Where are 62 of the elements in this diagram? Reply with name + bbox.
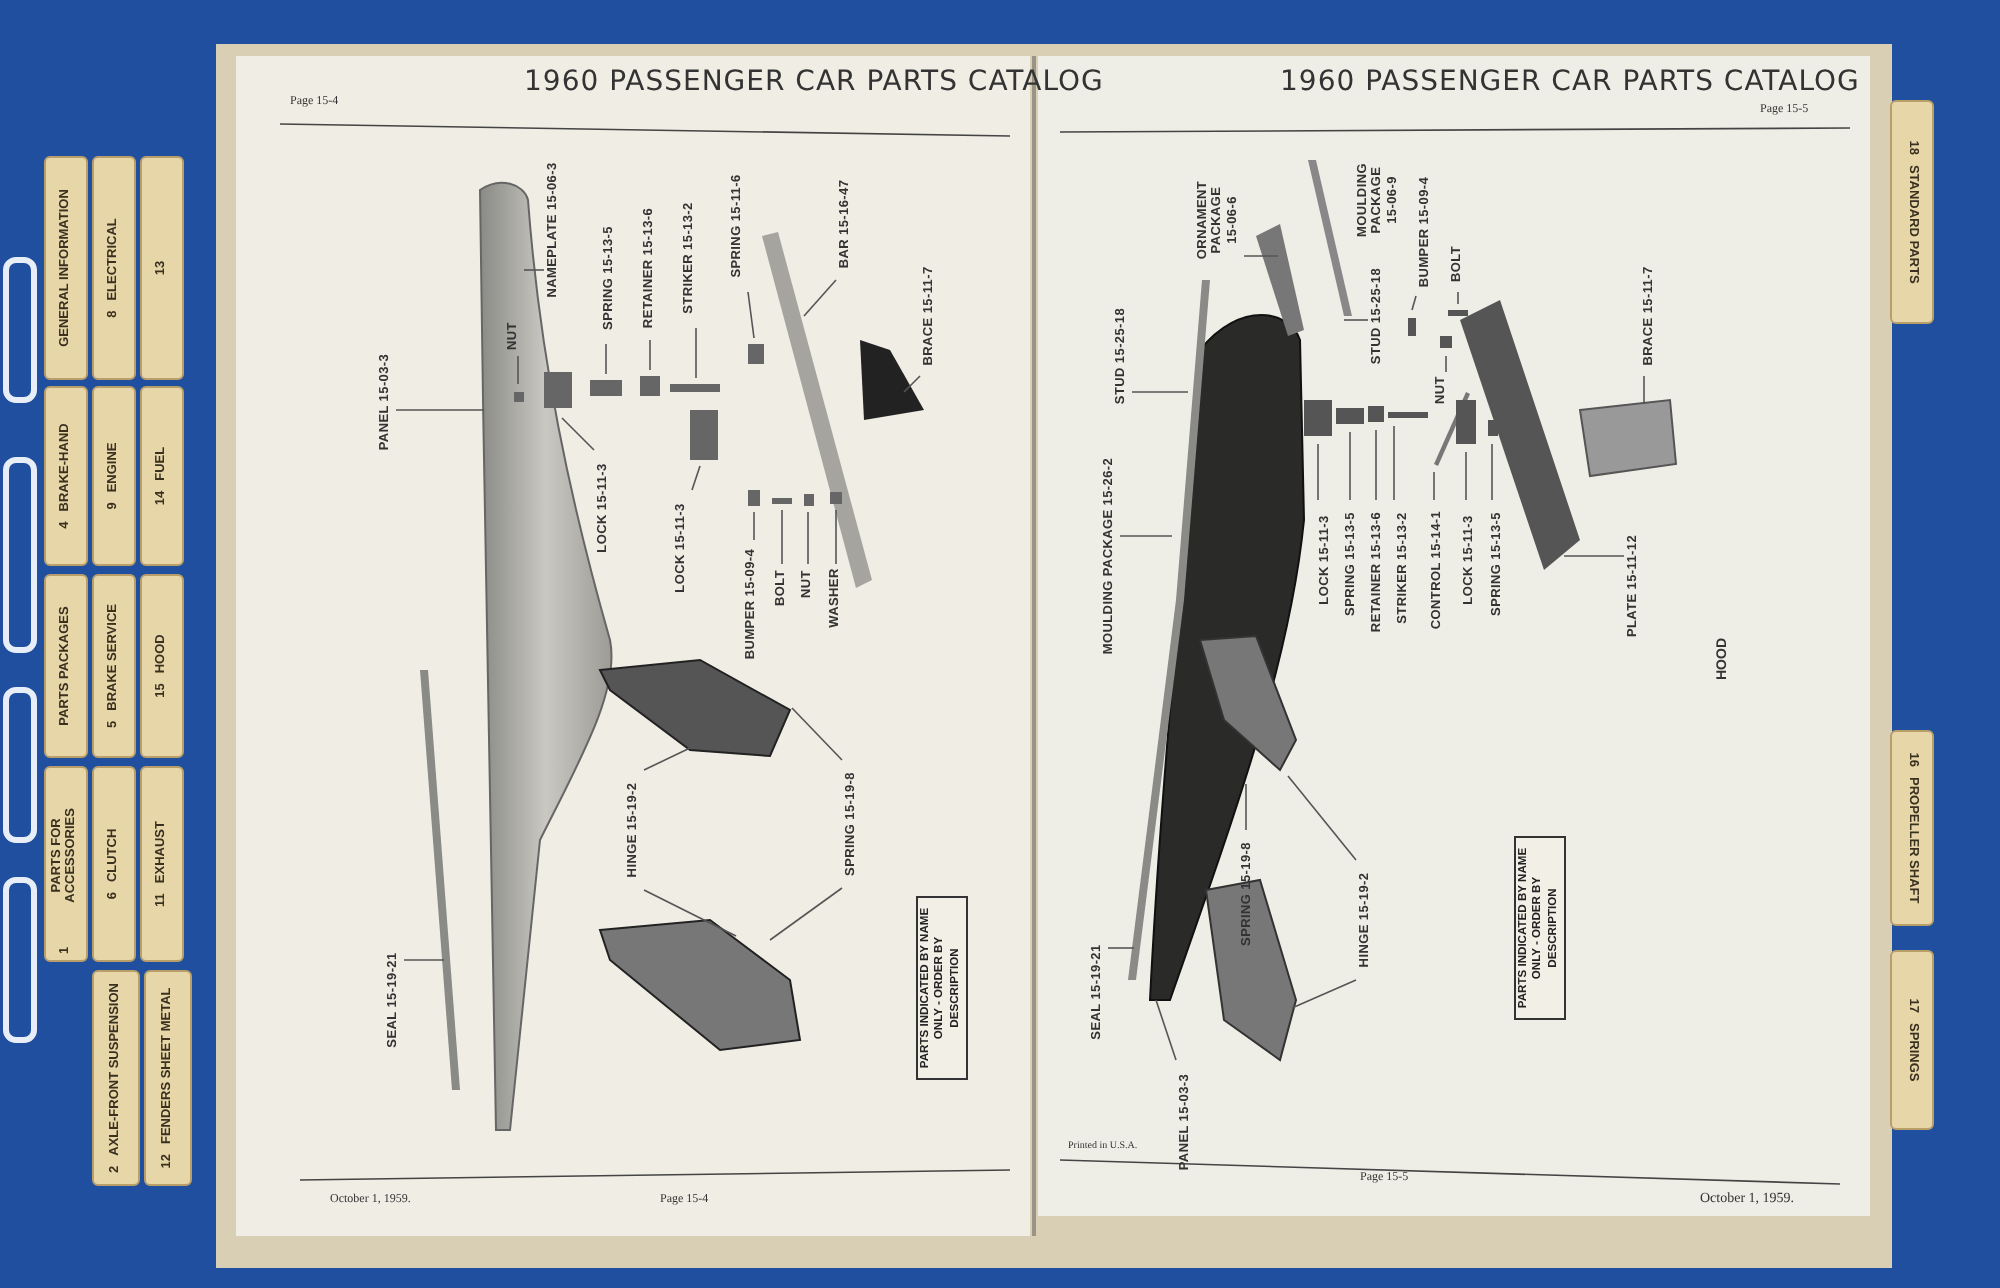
leader-line — [1155, 999, 1177, 1061]
leader-line — [1107, 947, 1135, 949]
leader-line — [1643, 375, 1645, 405]
index-tab — [92, 970, 140, 1186]
leader-line — [1343, 319, 1369, 321]
leader-line — [1393, 425, 1395, 501]
leader-line — [1563, 555, 1625, 557]
leader-line — [803, 279, 837, 317]
index-tab — [92, 766, 136, 962]
index-tab — [1890, 950, 1934, 1130]
index-tab — [92, 156, 136, 380]
leader-line — [1445, 355, 1447, 373]
leader-line — [517, 355, 519, 385]
index-tab — [140, 574, 184, 758]
leader-line — [643, 889, 737, 937]
leader-line — [781, 509, 783, 565]
leader-line — [523, 269, 545, 271]
leader-line — [1291, 979, 1357, 1009]
leader-line — [1457, 291, 1459, 305]
leader-line — [649, 339, 651, 371]
index-tab — [140, 766, 184, 962]
leader-line — [1119, 535, 1173, 537]
index-tab — [1890, 100, 1934, 324]
leader-line — [695, 327, 697, 379]
index-tab — [140, 386, 184, 566]
page-heading: 1960 PASSENGER CAR PARTS CATALOG — [524, 68, 1104, 96]
index-tab — [44, 766, 88, 962]
leader-line — [691, 465, 701, 491]
leader-line — [791, 707, 843, 761]
index-tab — [44, 386, 88, 566]
leader-line — [753, 511, 755, 541]
leader-line — [1491, 443, 1493, 501]
leader-line — [1317, 443, 1319, 501]
leader-line — [605, 343, 607, 375]
note-box — [1514, 836, 1566, 1020]
leader-line — [561, 417, 595, 451]
note-box — [916, 896, 968, 1080]
leader-line — [835, 509, 837, 565]
leader-line — [903, 375, 921, 393]
leader-line — [403, 959, 445, 961]
index-tab — [140, 156, 184, 380]
leader-line — [1375, 429, 1377, 501]
leader-line — [1349, 431, 1351, 501]
leader-line — [395, 409, 485, 411]
leader-line — [1433, 471, 1435, 501]
leader-line — [643, 747, 691, 771]
leader-line — [1243, 255, 1279, 257]
index-tab — [1890, 730, 1934, 926]
index-tab — [44, 574, 88, 758]
leader-line — [1287, 775, 1357, 861]
leader-line — [1245, 783, 1247, 831]
leader-line — [769, 887, 843, 941]
index-tab — [144, 970, 192, 1186]
page-heading: 1960 PASSENGER CAR PARTS CATALOG — [1280, 68, 1860, 96]
index-tab — [92, 386, 136, 566]
leader-line — [1465, 451, 1467, 501]
index-tab — [44, 156, 88, 380]
leader-line — [1131, 391, 1189, 393]
index-tab — [92, 574, 136, 758]
leader-line — [807, 511, 809, 565]
leader-line — [747, 291, 755, 339]
leader-line — [1411, 295, 1417, 311]
